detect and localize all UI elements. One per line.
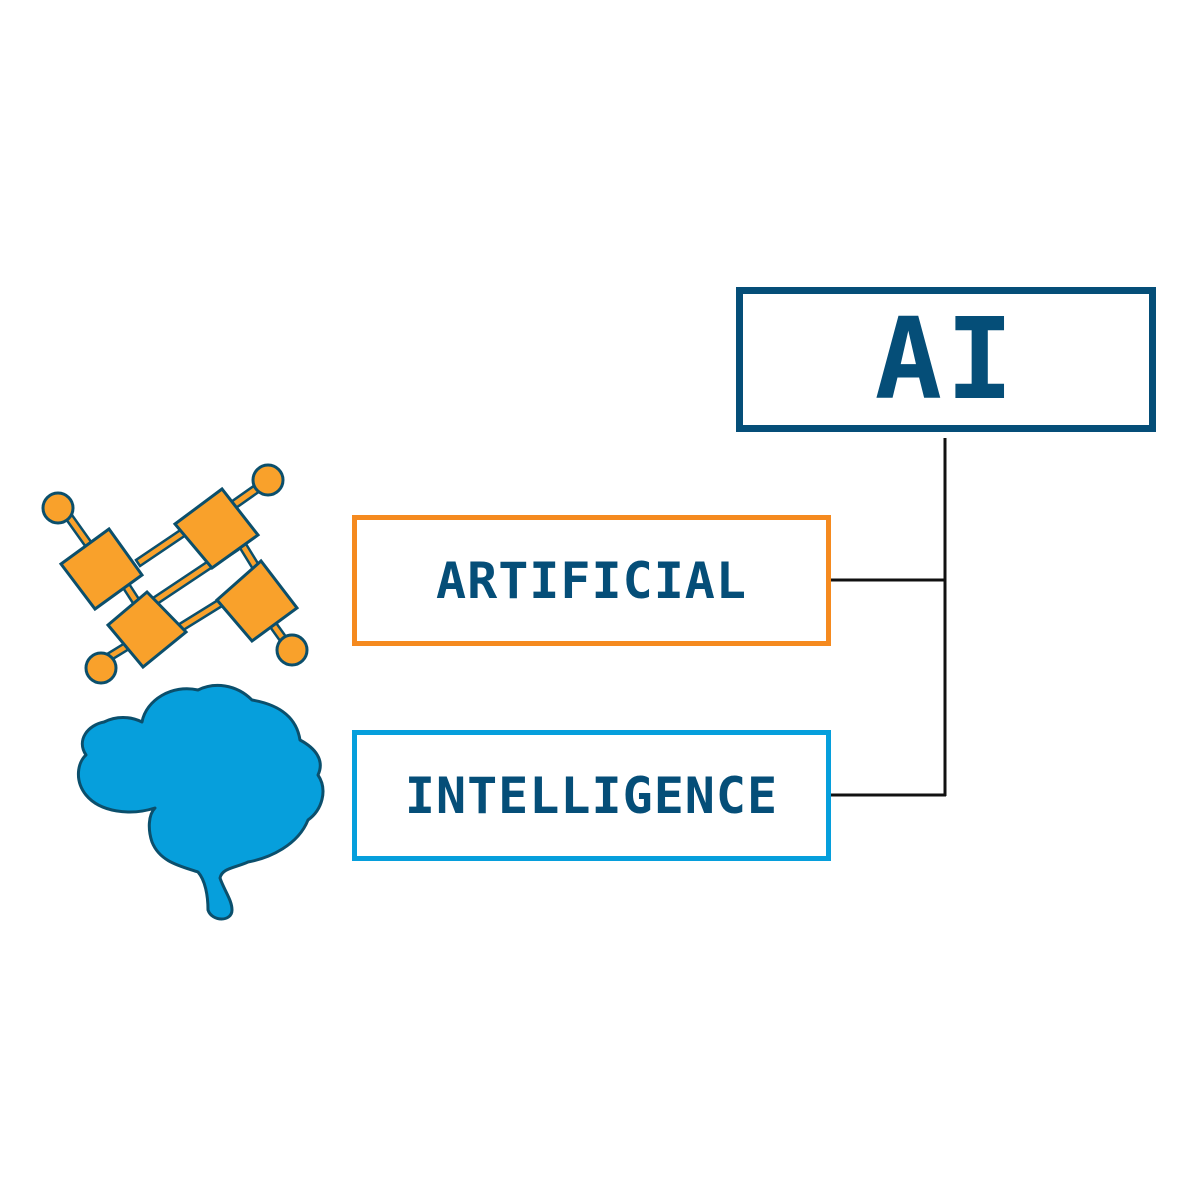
- brain-icon: [77, 683, 325, 921]
- term-label-artificial: ARTIFICIAL: [435, 551, 748, 610]
- term-box-intelligence: INTELLIGENCE: [352, 730, 831, 861]
- acronym-label: AI: [874, 294, 1018, 425]
- network-nodes-icon: [41, 463, 309, 685]
- term-label-intelligence: INTELLIGENCE: [404, 766, 779, 825]
- acronym-box: AI: [736, 287, 1156, 432]
- term-box-artificial: ARTIFICIAL: [352, 515, 831, 646]
